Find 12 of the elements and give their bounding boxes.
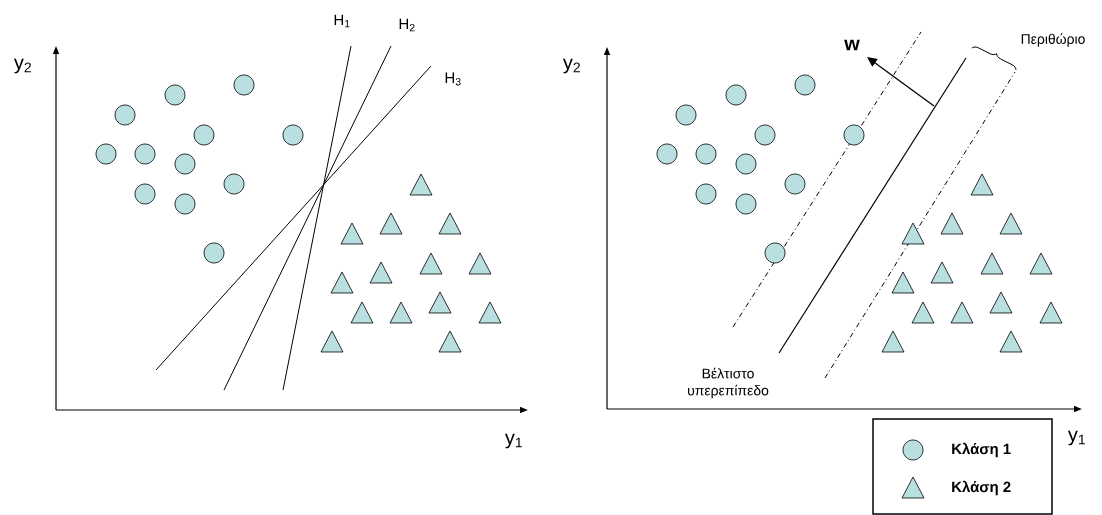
axis-label: Βέλτιστο υπερεπίπεδο: [688, 367, 769, 399]
axis-label: H$_{2}$: [399, 18, 415, 32]
axis-label: w: [844, 39, 860, 51]
axis-label: H$_{1}$: [334, 14, 350, 28]
axis-label: y$_{1}$: [1067, 430, 1085, 446]
legend-label: Κλάση 2: [952, 480, 1011, 496]
axis-label: H$_{3}$: [445, 72, 461, 86]
axis-label: Περιθώριο: [1021, 33, 1085, 47]
axis-label: y$_{2}$: [13, 58, 31, 74]
legend-label: Κλάση 1: [952, 442, 1011, 458]
axis-label: y$_{1}$: [504, 433, 522, 449]
axis-label: y$_{2}$: [562, 58, 580, 74]
